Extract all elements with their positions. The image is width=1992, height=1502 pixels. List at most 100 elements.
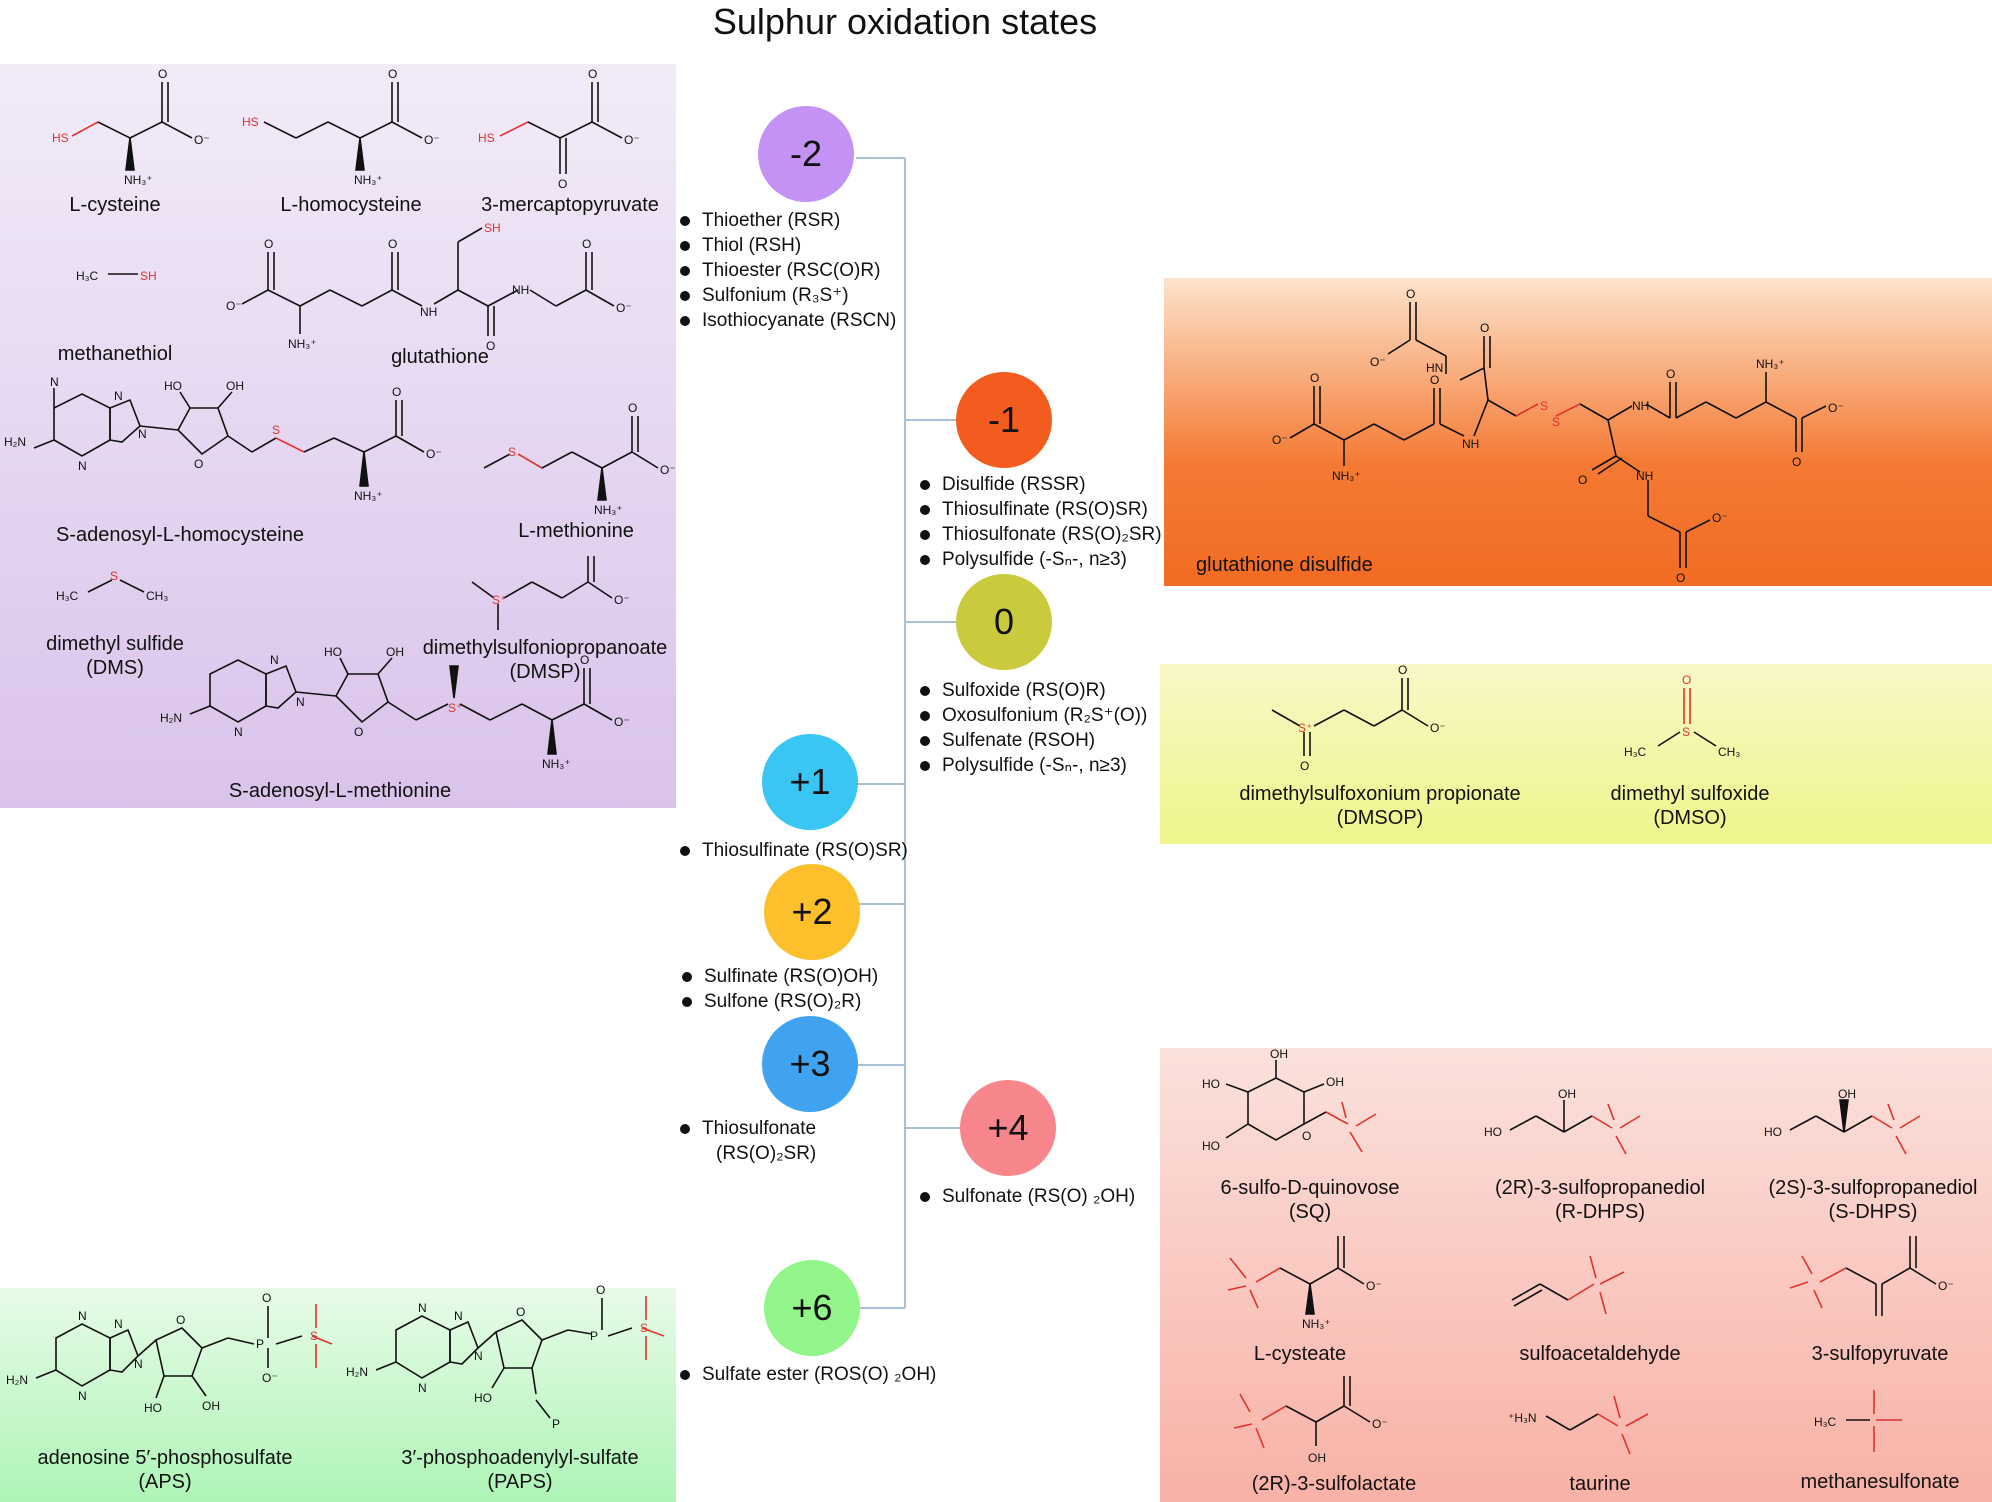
atom-label: S <box>110 569 118 583</box>
dmso-structure: O S H₃C CH₃ <box>1624 673 1740 759</box>
atom-label: O <box>264 237 273 251</box>
atom-label: NH <box>512 283 529 297</box>
compound-name-line: (DMS) <box>86 657 144 679</box>
atom-label: HS <box>242 115 259 129</box>
s-dhps-structure: HO OH <box>1764 1087 1921 1155</box>
state-circle-plus1: +1 <box>762 734 858 830</box>
state-circle-zero: 0 <box>956 574 1052 670</box>
group-item-continued: (RS(O)₂SR) <box>716 1143 817 1164</box>
atom-label: O <box>354 725 363 739</box>
s-adenosyl-l-methionine-structure: H₂N N N N HO OH O S⁺ O O⁻ NH₃⁺ <box>160 645 630 771</box>
atom-label: NH₃⁺ <box>542 757 571 771</box>
atom-label: H₃C <box>1624 745 1647 759</box>
atom-label: N <box>78 459 87 473</box>
compound-name-line: (R-DHPS) <box>1555 1201 1645 1223</box>
atom-label: S <box>640 1321 648 1335</box>
atom-label: O⁻ <box>226 299 242 313</box>
atom-label: O⁻ <box>1712 511 1728 525</box>
atom-label: O <box>582 237 591 251</box>
group-item: Thiol (RSH) <box>678 233 896 258</box>
group-item: Thiosulfonate <box>678 1116 816 1141</box>
compound-name: 3-mercaptopyruvate <box>481 194 659 216</box>
atom-label: H₃C <box>56 589 79 603</box>
atom-label: N <box>50 375 59 389</box>
groups-plus6: Sulfate ester (ROS(O) ₂OH) <box>678 1362 936 1387</box>
atom-label: OH <box>386 645 404 659</box>
dimethyl-sulfide-structure: H₃C S CH₃ <box>56 569 168 603</box>
compound-name: 3′-phosphoadenylyl-sulfate (PAPS) <box>380 1446 660 1494</box>
atom-label: S <box>1540 399 1548 413</box>
atom-label: O⁻ <box>1938 1279 1954 1293</box>
group-item: Thioether (RSR) <box>678 208 896 233</box>
atom-label: HO <box>1202 1077 1220 1091</box>
atom-label: S <box>1552 415 1560 429</box>
groups-plus1: Thiosulfinate (RS(O)SR) <box>678 838 908 863</box>
atom-label: O⁻ <box>660 463 676 477</box>
atom-label: O⁻ <box>262 1371 278 1385</box>
atom-label: O <box>1430 373 1439 387</box>
compound-name: L-homocysteine <box>280 194 422 216</box>
compound-name: glutathione disulfide <box>1196 554 1373 576</box>
compound-name-line: (2S)-3-sulfopropanediol <box>1768 1177 1978 1199</box>
group-item: Sulfate ester (ROS(O) ₂OH) <box>678 1362 936 1387</box>
group-item: Sulfenate (RSOH) <box>918 728 1147 753</box>
glutathione-disulfide-structure: O O⁻ HN O O⁻ O NH₃⁺ O NH S S NH O NH₃⁺ O… <box>1272 287 1844 585</box>
atom-label: N <box>234 725 243 739</box>
compound-name-line: (S-DHPS) <box>1828 1201 1918 1223</box>
atom-label: O <box>1666 367 1675 381</box>
atom-label: O⁻ <box>1372 1417 1388 1431</box>
atom-label: HO <box>1484 1125 1502 1139</box>
atom-label: O⁻ <box>1272 433 1288 447</box>
atom-label: O <box>580 653 589 667</box>
atom-label: HS <box>478 131 495 145</box>
group-item: Sulfoxide (RS(O)R) <box>918 678 1147 703</box>
compound-name-line: dimethyl sulfoxide <box>1610 783 1770 805</box>
atom-label: N <box>474 1349 483 1363</box>
atom-label: NH <box>1462 437 1479 451</box>
compound-name: L-cysteate <box>1253 1343 1347 1365</box>
3-sulfopyruvate-structure: O⁻ <box>1789 1236 1954 1316</box>
atom-label: O <box>1398 663 1407 677</box>
atom-label: O <box>1310 371 1319 385</box>
atom-label: O <box>588 67 597 81</box>
compound-name-line: dimethyl sulfide <box>46 633 184 655</box>
atom-label: O <box>262 1291 271 1305</box>
atom-label: O⁻ <box>1370 355 1386 369</box>
atom-label: NH₃⁺ <box>354 489 383 503</box>
atom-label: H₃C <box>76 269 99 283</box>
atom-label: NH <box>1632 399 1649 413</box>
atom-label: NH <box>1636 469 1653 483</box>
compound-name: methanethiol <box>57 343 173 365</box>
group-item: Sulfone (RS(O)₂R) <box>680 989 878 1014</box>
group-item: Isothiocyanate (RSCN) <box>678 308 896 333</box>
s-adenosyl-l-homocysteine-structure: N H₂N N N N HO OH O S O O⁻ NH₃⁺ <box>4 375 442 503</box>
atom-label: SH <box>484 221 501 235</box>
l-cysteine-structure: HS O O⁻ NH₃⁺ <box>52 67 210 187</box>
atom-label: OH <box>1558 1087 1576 1101</box>
atom-label: H₂N <box>160 711 182 725</box>
group-item: Sulfonate (RS(O) ₂OH) <box>918 1184 1135 1209</box>
group-item: Thiosulfinate (RS(O)SR) <box>678 838 908 863</box>
compound-name-line: (2R)-3-sulfopropanediol <box>1494 1177 1706 1199</box>
group-item: Oxosulfonium (R₂S⁺(O)) <box>918 703 1147 728</box>
compound-name: dimethyl sulfoxide (DMSO) <box>1580 782 1800 830</box>
atom-label: O <box>516 1305 525 1319</box>
atom-label: SH <box>140 269 157 283</box>
atom-label: O <box>1792 455 1801 469</box>
atom-label: O <box>158 67 167 81</box>
dmsp-structure: S⁺ O⁻ <box>471 556 630 630</box>
atom-label: HN <box>1426 361 1443 375</box>
compound-name: taurine <box>1569 1473 1631 1495</box>
atom-label: CH₃ <box>1718 745 1740 759</box>
atom-label: O <box>388 67 397 81</box>
sulfolactate-structure: OH O⁻ <box>1233 1376 1388 1465</box>
compound-name: 6-sulfo-D-quinovose (SQ) <box>1190 1176 1430 1224</box>
state-circle-plus3: +3 <box>762 1016 858 1112</box>
atom-label: NH₃⁺ <box>1756 357 1785 371</box>
atom-label: OH <box>1270 1047 1288 1061</box>
compound-name: glutathione <box>391 346 489 368</box>
atom-label: P <box>552 1417 560 1431</box>
atom-label: N <box>296 695 305 709</box>
atom-label: HO <box>324 645 342 659</box>
atom-label: OH <box>1308 1451 1326 1465</box>
